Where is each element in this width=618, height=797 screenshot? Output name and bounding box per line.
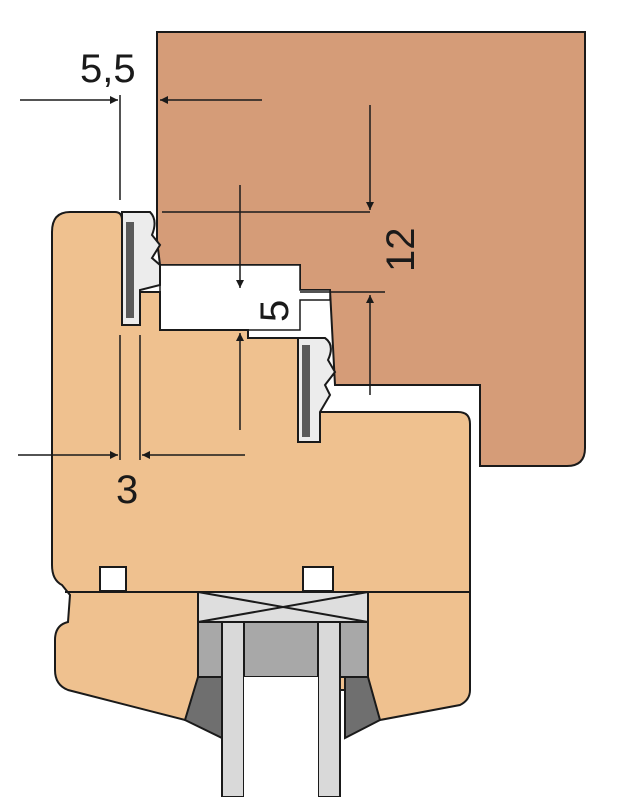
dim-5-5-label: 5,5 <box>80 47 136 91</box>
glass-pane-left <box>221 621 245 797</box>
glazing-seal-right <box>344 676 382 740</box>
gasket-upper-left-dark <box>126 222 134 318</box>
glass-cavity <box>244 677 318 797</box>
drainage-slot-left <box>99 566 127 592</box>
dim-12-label: 12 <box>379 228 423 273</box>
gasket-lower-right-dark <box>302 345 310 437</box>
glass-pane-right <box>317 621 341 797</box>
glass-bead-cross <box>197 591 369 623</box>
drainage-slot-right <box>302 566 334 592</box>
dim-5-label: 5 <box>253 300 297 322</box>
dim-3-label: 3 <box>116 468 138 512</box>
